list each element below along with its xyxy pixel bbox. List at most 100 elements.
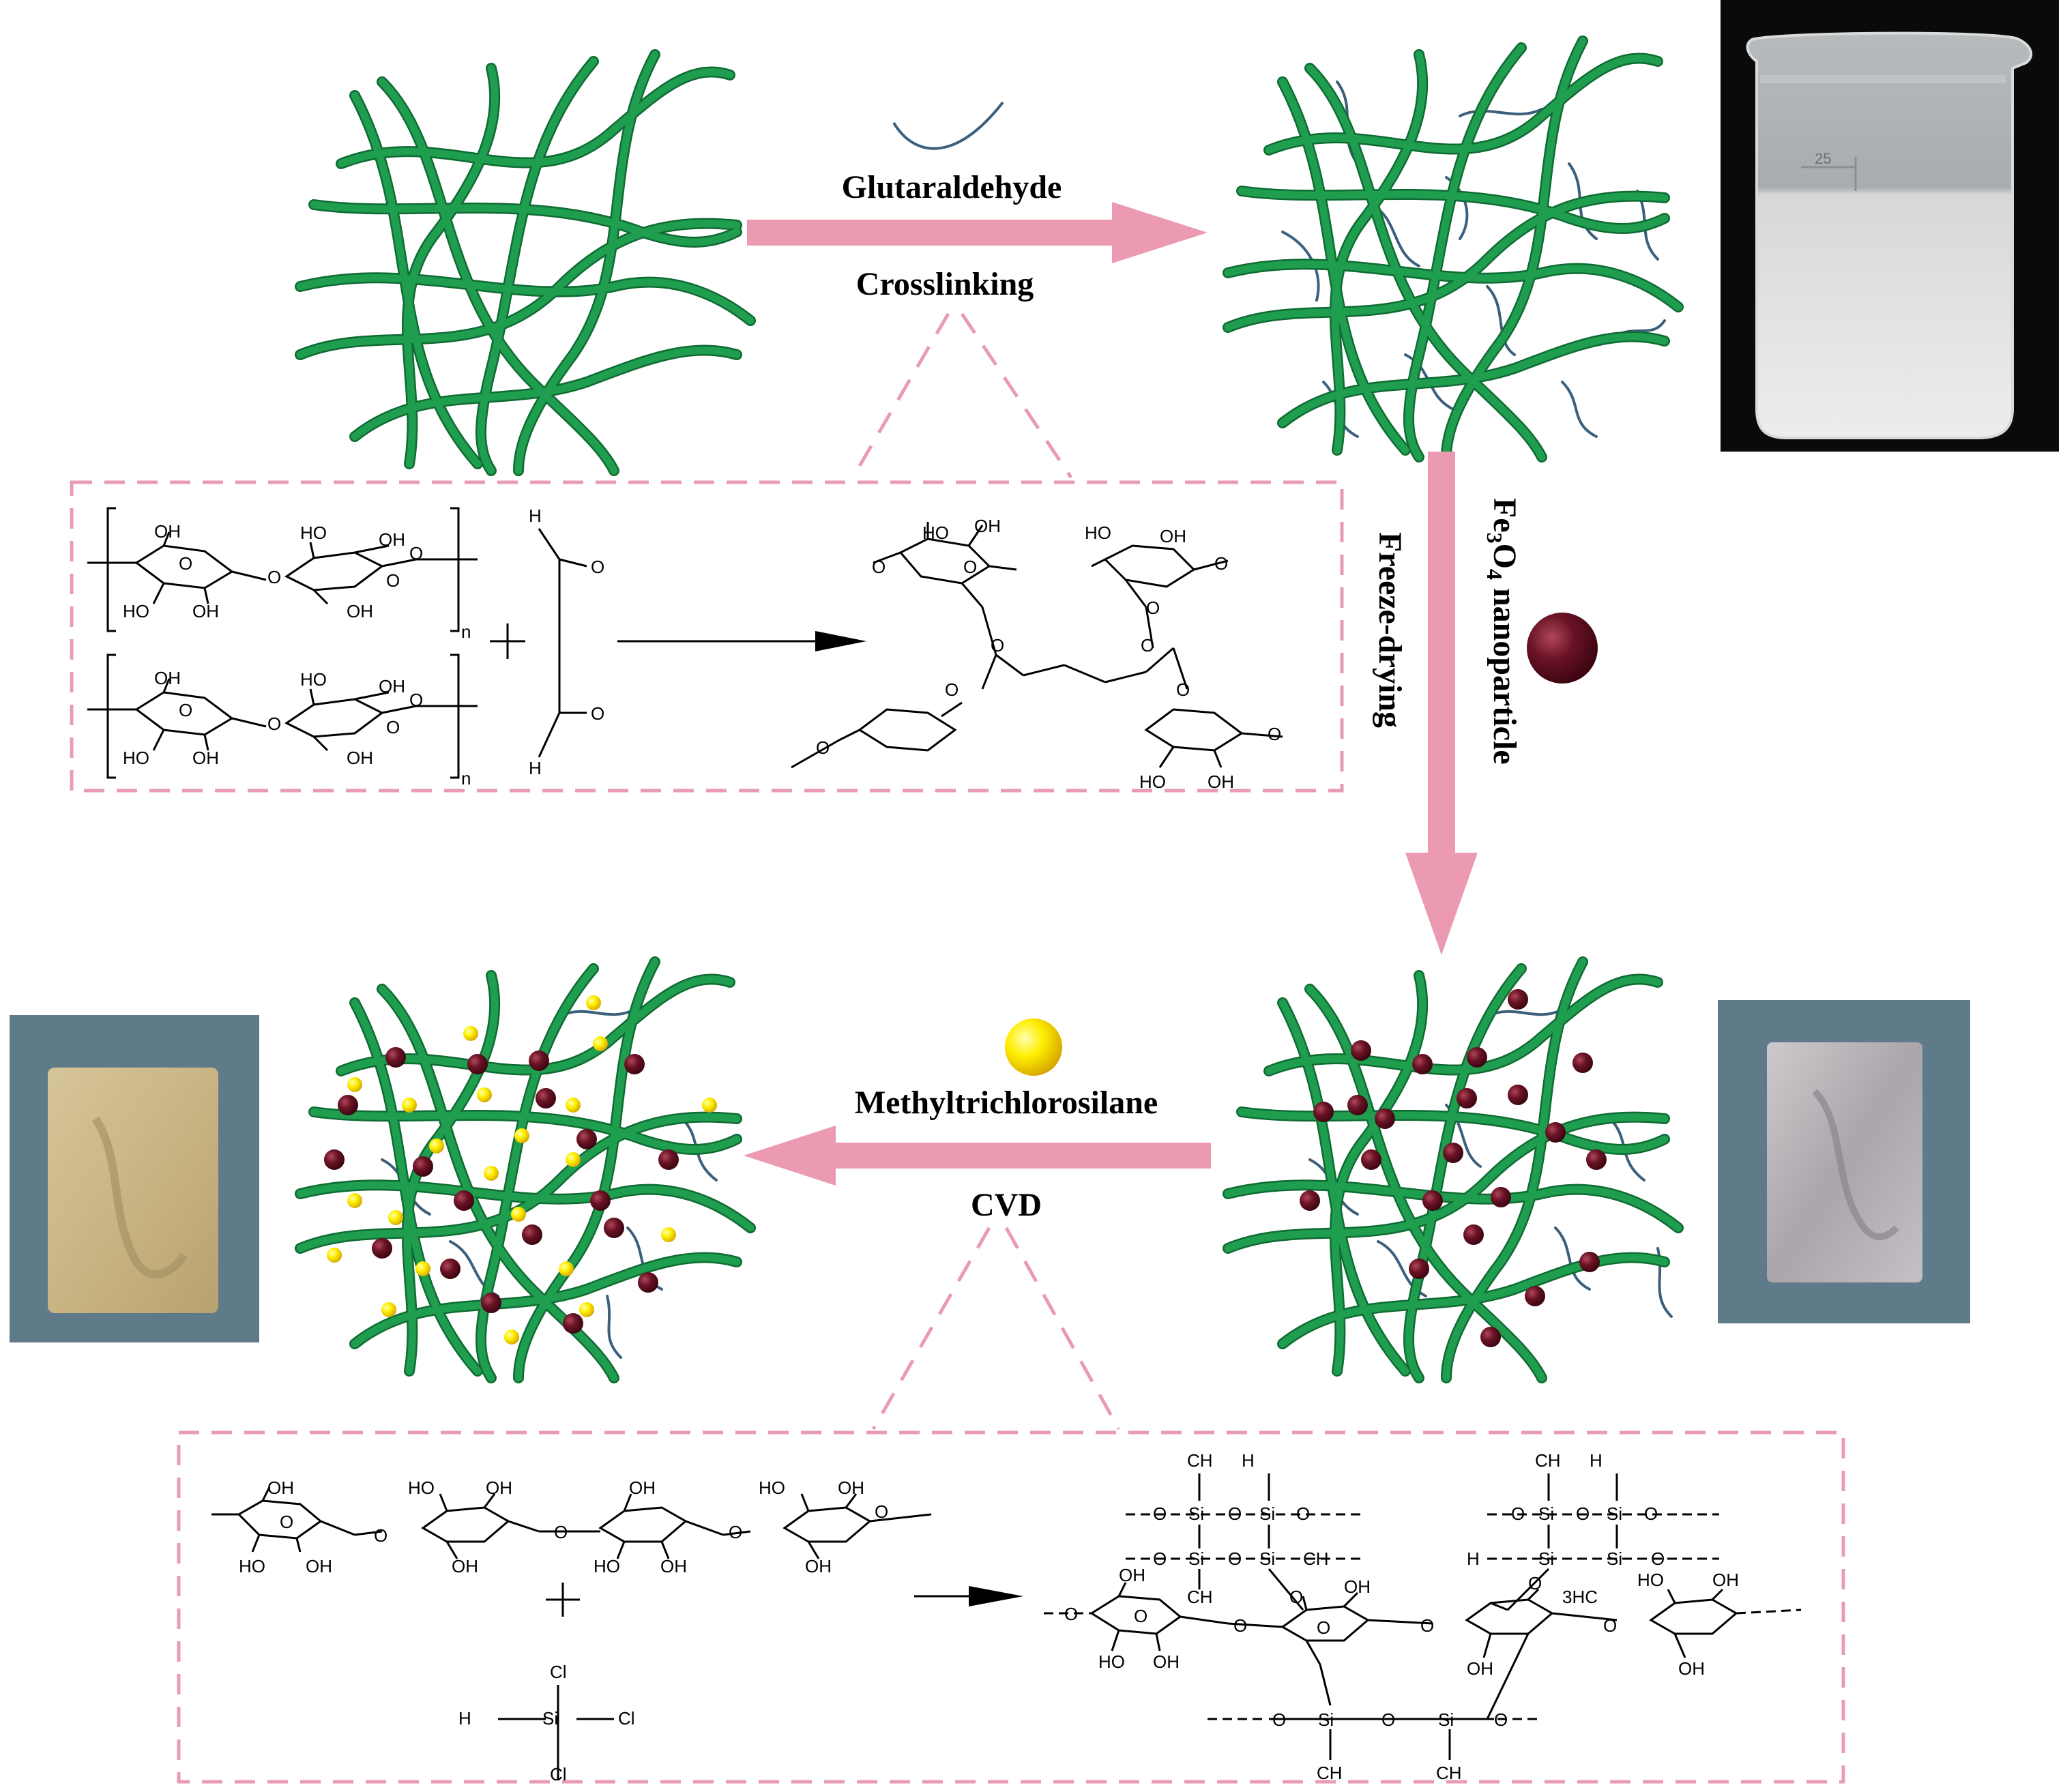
chem-o: O xyxy=(386,717,400,737)
chem-oh: OH xyxy=(192,601,219,621)
chem-o: O xyxy=(1494,1709,1508,1730)
fe3o4-particle xyxy=(1491,1187,1511,1207)
fe3o4-particle xyxy=(624,1054,645,1074)
fe3o4-particle xyxy=(1586,1149,1607,1170)
silane-particle xyxy=(661,1227,676,1242)
fe3o4-particle xyxy=(1351,1040,1371,1061)
chem-h3c: H xyxy=(1242,1450,1255,1471)
chem-o: O xyxy=(1064,1604,1078,1624)
silanized-fiber-network xyxy=(295,956,756,1383)
chem-o: O xyxy=(179,553,192,574)
chem-o: O xyxy=(267,567,281,587)
silane-particle xyxy=(381,1302,396,1317)
chem-si: Si xyxy=(1538,1548,1554,1569)
chem-ch3: CH xyxy=(1187,1587,1213,1607)
fe3o4-particle xyxy=(1409,1259,1429,1279)
fe3o4-particle xyxy=(563,1313,583,1334)
fe3o4-particle xyxy=(467,1054,488,1074)
chem-ho: HO xyxy=(300,669,327,690)
silane-particle xyxy=(477,1087,492,1102)
chem-o: O xyxy=(816,737,830,758)
fe3o4-particle xyxy=(604,1218,624,1238)
chem-o: O xyxy=(945,679,959,700)
chem-ch3: CH xyxy=(1303,1548,1329,1569)
chem-o: O xyxy=(1420,1615,1434,1636)
fe3o4-particle xyxy=(1375,1108,1395,1129)
crosslinked-product-structure xyxy=(791,522,1283,769)
chem-ho: HO xyxy=(1085,523,1111,543)
aerogel-photo-grey xyxy=(1718,1000,1970,1323)
chem-o: O xyxy=(1651,1548,1665,1569)
fe3o4-particle xyxy=(1347,1095,1368,1115)
silane-particle xyxy=(559,1261,574,1276)
chem-ho: HO xyxy=(123,748,149,768)
chem-hc3: 3HC xyxy=(1562,1587,1598,1607)
fe3o4-particle xyxy=(638,1272,658,1293)
fe3o4-particle xyxy=(338,1095,358,1115)
chem-o: O xyxy=(1153,1503,1167,1524)
fe3o4-particle xyxy=(413,1156,433,1177)
chem-oh: OH xyxy=(1160,526,1186,546)
chem-o: O xyxy=(1176,679,1190,700)
chem-cl: Cl xyxy=(550,1764,567,1784)
freeze-drying-arrow: Freeze-drying Fe3O4 nanoparticle xyxy=(1372,452,1598,955)
silane-particle xyxy=(514,1128,529,1143)
chem-cl: Cl xyxy=(550,1662,567,1682)
chem-o: O xyxy=(280,1512,293,1532)
fe3o4-nanoparticle-icon xyxy=(1527,613,1598,684)
chem-o: O xyxy=(1233,1615,1247,1636)
chem-ho: HO xyxy=(759,1478,785,1498)
fe3o4-particle xyxy=(454,1190,474,1211)
chem-cl: Cl xyxy=(618,1708,635,1729)
chem-ho: HO xyxy=(408,1478,435,1498)
chem-oh: OH xyxy=(1678,1658,1705,1679)
chem-si: Si xyxy=(1188,1503,1204,1524)
chem-o: O xyxy=(1153,1548,1167,1569)
fe3o4-particle xyxy=(1313,1102,1334,1122)
silane-particle xyxy=(511,1207,526,1222)
chem-ho: HO xyxy=(922,523,949,543)
chem-o: O xyxy=(554,1522,568,1542)
silane-particle xyxy=(388,1210,403,1225)
fe3o4-particle xyxy=(1579,1252,1600,1272)
chem-oh: OH xyxy=(486,1478,512,1498)
chem-o: O xyxy=(591,557,604,577)
fe3o4-particle xyxy=(1463,1224,1484,1245)
chem-ho: HO xyxy=(594,1556,620,1576)
chem-n: n xyxy=(461,621,471,642)
chem-oh: OH xyxy=(306,1556,332,1576)
chem-si: Si xyxy=(1188,1548,1204,1569)
chem-si: Si xyxy=(1438,1709,1454,1730)
beaker-graduation: 25 xyxy=(1815,150,1831,167)
chem-oh: OH xyxy=(379,676,405,696)
silane-particle xyxy=(484,1166,499,1181)
silane-particle xyxy=(429,1139,444,1154)
fe3o4-particle xyxy=(324,1149,345,1170)
chem-o: O xyxy=(409,690,423,710)
chem-ho: HO xyxy=(300,523,327,543)
chem-o: O xyxy=(875,1501,888,1522)
silane-particle xyxy=(504,1330,519,1345)
chem-ch3: CH xyxy=(1317,1763,1343,1783)
crosslinking-label: Crosslinking xyxy=(856,266,1034,302)
fe3o4-particle xyxy=(1443,1143,1463,1163)
chem-o: O xyxy=(1146,598,1160,618)
chem-o: O xyxy=(1381,1709,1395,1730)
fe3o4-particle xyxy=(522,1224,542,1245)
chem-ch3: CH xyxy=(1187,1450,1213,1471)
fe3o4-particle xyxy=(372,1238,392,1259)
crosslinking-arrow: Glutaraldehyde Crosslinking xyxy=(747,101,1208,302)
cvd-arrow: Methyltrichlorosilane CVD xyxy=(744,1018,1211,1223)
chem-h: H xyxy=(529,758,542,778)
chem-o: O xyxy=(1317,1617,1330,1638)
chem-o: O xyxy=(267,714,281,734)
fe3o4-particle xyxy=(590,1190,611,1211)
freeze-drying-label: Freeze-drying xyxy=(1372,532,1408,728)
silane-molecule-icon xyxy=(1005,1018,1062,1076)
chem-oh: OH xyxy=(1712,1570,1739,1590)
chem-oh: OH xyxy=(452,1556,478,1576)
chem-oh: OH xyxy=(1467,1658,1493,1679)
silane-particle xyxy=(702,1098,717,1113)
silanization-reaction-box: OH HO OH O O HO OH OH O OH HO OH O HO OH… xyxy=(177,1227,1845,1784)
chem-ho: HO xyxy=(123,601,149,621)
